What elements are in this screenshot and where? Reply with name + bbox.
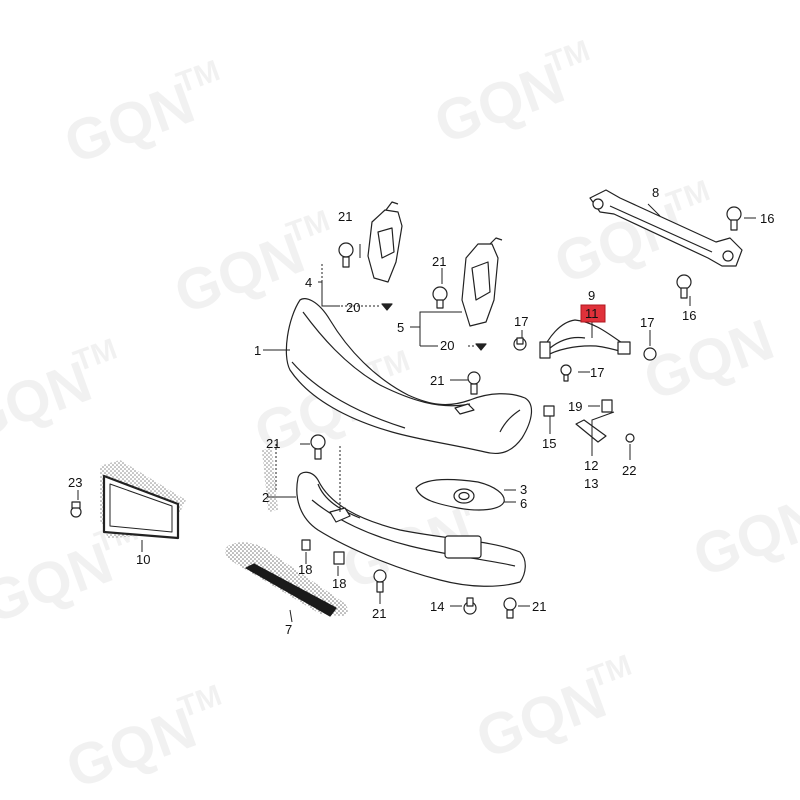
bumper-bracket-center (461, 237, 503, 327)
callout-21b: 21 (432, 254, 446, 269)
callout-8: 8 (652, 185, 659, 200)
callout-21e: 21 (372, 606, 386, 621)
watermark-tm: TM (282, 204, 334, 250)
screw-23 (70, 501, 82, 518)
callout-16a: 16 (760, 211, 774, 226)
callout-13: 13 (584, 476, 598, 491)
highlight-box (580, 304, 606, 323)
screw-22 (625, 433, 635, 443)
callout-2: 2 (262, 490, 269, 505)
bolt-21f (503, 597, 517, 619)
wire-harness (539, 319, 631, 359)
watermark-tm: TM (542, 34, 594, 80)
watermark-tm: TM (69, 333, 121, 379)
callout-10: 10 (136, 552, 150, 567)
callout-layer: 1 2 3 4 5 6 7 8 9 10 11 12 13 14 15 16 1… (68, 185, 774, 637)
watermark-tm: TM (584, 649, 636, 695)
bolt-21b (432, 286, 448, 309)
license-plate-base (100, 460, 186, 540)
callout-14: 14 (430, 599, 444, 614)
upper-beam (589, 189, 743, 267)
callout-3: 3 (520, 482, 527, 497)
watermark-tm: TM (174, 679, 226, 725)
clip-15 (543, 405, 555, 417)
callout-9: 9 (588, 288, 595, 303)
bolt-21d (310, 434, 326, 460)
callout-21c: 21 (430, 373, 444, 388)
watermark-text: GQN (685, 483, 800, 589)
watermark-tm: TM (172, 54, 224, 100)
screw-20a (381, 303, 393, 311)
leader-lines (77, 203, 756, 623)
lower-bumper (296, 471, 526, 587)
fasteners (70, 206, 742, 619)
callout-19: 19 (568, 399, 582, 414)
screw-20b (475, 343, 487, 351)
callout-18b: 18 (332, 576, 346, 591)
bolt-21e (373, 569, 387, 593)
callout-18a: 18 (298, 562, 312, 577)
callout-17b: 17 (640, 315, 654, 330)
callout-4: 4 (305, 275, 312, 290)
bolt-16b (676, 274, 692, 299)
bolt-17c (560, 364, 572, 382)
callout-6: 6 (520, 496, 527, 511)
side-bracket (575, 419, 607, 443)
callout-21f: 21 (532, 599, 546, 614)
callout-21a: 21 (338, 209, 352, 224)
lower-grille (225, 542, 348, 617)
callout-12: 12 (584, 458, 598, 473)
callout-1: 1 (254, 343, 261, 358)
bumper-bracket-left (367, 201, 403, 283)
callout-15: 15 (542, 436, 556, 451)
callout-7: 7 (285, 622, 292, 637)
callout-20b: 20 (440, 338, 454, 353)
watermark-tm: TM (662, 174, 714, 220)
callout-22: 22 (622, 463, 636, 478)
callout-11: 11 (585, 306, 599, 321)
watermark-text: GQN (636, 307, 782, 413)
callout-17a: 17 (514, 314, 528, 329)
clip-19 (601, 399, 613, 413)
callout-21d: 21 (266, 436, 280, 451)
callout-20a: 20 (346, 300, 360, 315)
callout-16b: 16 (682, 308, 696, 323)
bolt-17b (643, 347, 657, 361)
callout-23: 23 (68, 475, 82, 490)
bolt-21c (467, 371, 481, 395)
clip-18b (333, 551, 345, 565)
front-bumper-face (285, 298, 532, 455)
bolt-16a (726, 206, 742, 231)
bolt-14 (463, 597, 477, 615)
callout-5: 5 (397, 320, 404, 335)
bolt-17a (513, 337, 527, 351)
clip-18a (301, 539, 311, 551)
callout-17c: 17 (590, 365, 604, 380)
parts-layer (70, 189, 743, 619)
bolt-21a (338, 242, 354, 268)
